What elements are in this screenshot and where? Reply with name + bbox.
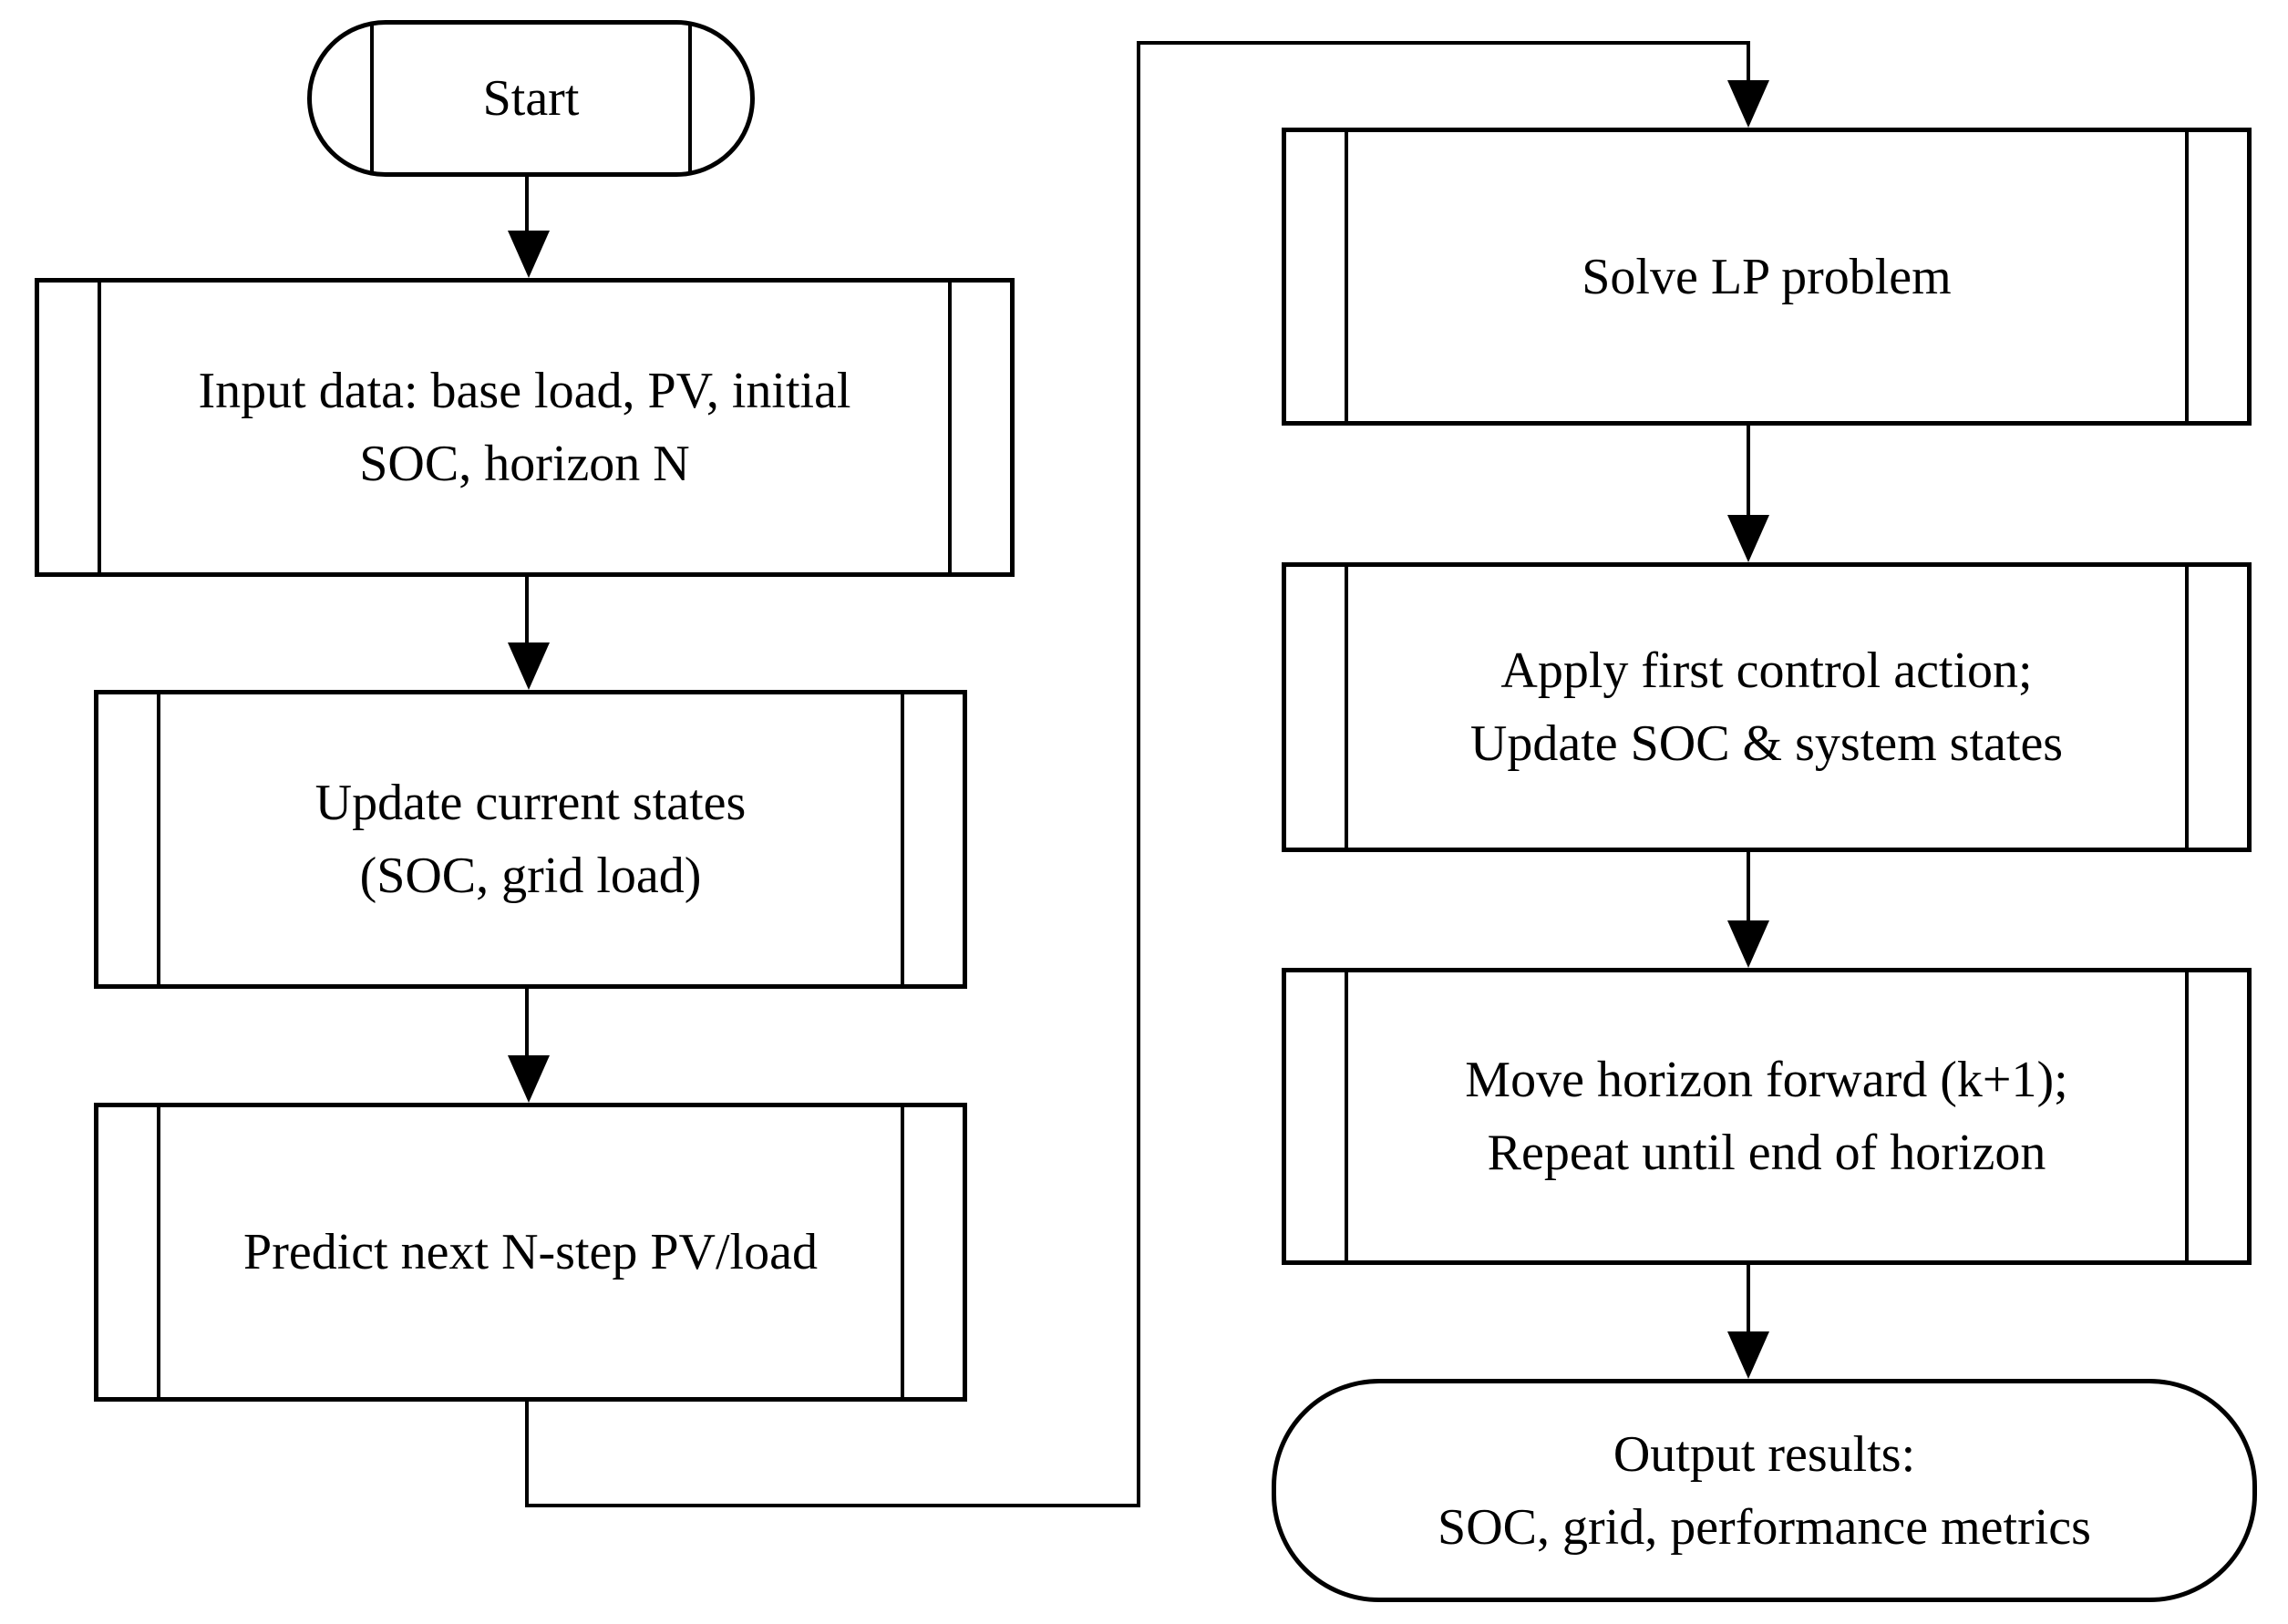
process-sideline-right [2185,132,2189,421]
connector-predict-to-solve-segment-top [1137,41,1750,45]
process-sideline-right [901,1107,904,1397]
update-states-node: Update current states (SOC, grid load) [94,690,967,989]
arrowhead-down-icon [508,1055,550,1103]
arrow-apply-to-move-line [1747,850,1750,922]
move-horizon-line1: Move horizon forward (k+1); [1465,1052,2068,1108]
move-horizon-label: Move horizon forward (k+1); Repeat until… [1465,1043,2067,1189]
apply-control-node: Apply first control action; Update SOC &… [1282,562,2252,852]
process-sideline-right [948,283,952,572]
terminator-sideline-right [688,25,692,172]
process-sideline-right [2185,972,2189,1260]
solve-lp-line1: Solve LP problem [1582,248,1952,305]
output-label: Output results: SOC, grid, performance m… [1438,1418,2091,1564]
arrowhead-down-icon [1727,920,1769,968]
arrow-input-to-update-line [525,575,529,644]
arrowhead-down-icon [508,642,550,690]
process-sideline-left [1345,972,1348,1260]
solve-lp-node: Solve LP problem [1282,128,2252,426]
update-states-line1: Update current states [314,775,747,831]
update-states-label: Update current states (SOC, grid load) [315,766,747,912]
output-line1: Output results: [1613,1425,1916,1483]
process-sideline-right [2185,567,2189,848]
arrowhead-down-icon [1727,515,1769,562]
apply-control-label: Apply first control action; Update SOC &… [1470,634,2063,780]
predict-label: Predict next N-step PV/load [243,1216,818,1289]
update-states-line2: (SOC, grid load) [359,848,702,904]
start-label: Start [482,70,580,127]
arrowhead-down-icon [1727,80,1769,128]
connector-predict-to-solve-segment-stub [1747,41,1750,82]
predict-line1: Predict next N-step PV/load [243,1224,818,1280]
process-sideline-left [98,283,101,572]
apply-control-line1: Apply first control action; [1500,642,2033,699]
arrow-update-to-predict-line [525,987,529,1057]
input-data-label: Input data: base load, PV, initial SOC, … [199,355,851,500]
start-terminator: Start [307,20,755,177]
apply-control-line2: Update SOC & system states [1469,715,2064,772]
output-line2: SOC, grid, performance metrics [1438,1498,2091,1556]
input-data-line1: Input data: base load, PV, initial [198,363,851,419]
connector-predict-to-solve-segment-up [1137,41,1140,1507]
arrow-solve-to-apply-line [1747,424,1750,517]
predict-node: Predict next N-step PV/load [94,1103,967,1402]
process-sideline-left [1345,567,1348,848]
output-terminator: Output results: SOC, grid, performance m… [1272,1379,2257,1602]
arrow-start-to-input-line [525,175,529,232]
connector-predict-to-solve-segment-right [525,1504,1140,1507]
process-sideline-right [901,694,904,984]
solve-lp-label: Solve LP problem [1582,241,1951,313]
input-data-node: Input data: base load, PV, initial SOC, … [35,278,1015,577]
arrow-move-to-output-line [1747,1263,1750,1333]
move-horizon-line2: Repeat until end of horizon [1487,1125,2046,1181]
process-sideline-left [157,1107,160,1397]
move-horizon-node: Move horizon forward (k+1); Repeat until… [1282,968,2252,1265]
connector-predict-to-solve-segment-down [525,1400,529,1507]
terminator-sideline-left [370,25,374,172]
input-data-line2: SOC, horizon N [359,436,690,492]
process-sideline-left [1345,132,1348,421]
arrowhead-down-icon [508,231,550,278]
arrowhead-down-icon [1727,1331,1769,1379]
process-sideline-left [157,694,160,984]
